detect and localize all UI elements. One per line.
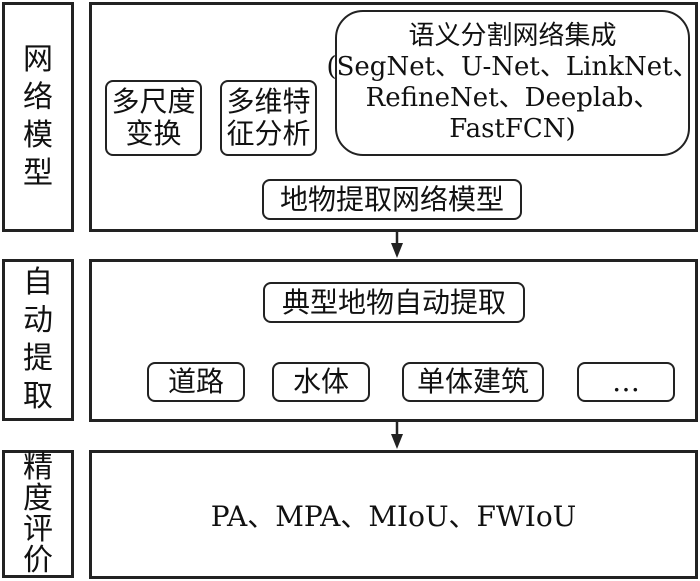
- box-feature-extraction-model: 地物提取网络模型: [262, 179, 522, 220]
- stage-label-network-model: 网 络 模 型: [2, 2, 74, 232]
- stage-label-accuracy-eval: 精 度 评 价: [2, 450, 74, 578]
- box-item-road: 道路: [147, 362, 245, 402]
- arrow-2-head: [391, 434, 403, 449]
- box-label: 水体: [292, 365, 349, 398]
- box-line: 多维特: [226, 85, 311, 118]
- box-semantic-seg-ensemble: 语义分割网络集成 (SegNet、U-Net、LinkNet、 RefineNe…: [326, 10, 699, 156]
- stage-label-char: 动: [23, 303, 53, 338]
- stage-label-char: 评: [23, 512, 53, 547]
- stage-label-char: 络: [23, 80, 53, 115]
- stage-label-char: 提: [23, 341, 53, 376]
- stage-label-char: 模: [23, 118, 53, 153]
- box-line: 多尺度: [111, 85, 196, 118]
- stage-label-auto-extraction: 自 动 提 取: [2, 259, 74, 421]
- box-label: 地物提取网络模型: [279, 182, 504, 216]
- box-line: 语义分割网络集成: [408, 21, 617, 51]
- stage-label-char: 度: [23, 481, 53, 516]
- box-item-more: …: [577, 362, 675, 402]
- box-line: (SegNet、U-Net、LinkNet、: [326, 52, 699, 82]
- box-label: 道路: [167, 365, 224, 398]
- box-line: 征分析: [226, 117, 311, 150]
- stage-label-char: 自: [23, 265, 53, 300]
- box-line: RefineNet、Deeplab、: [365, 83, 660, 113]
- stage-label-char: 精: [23, 450, 53, 485]
- stage-label-char: 网: [23, 42, 53, 77]
- box-item-building: 单体建筑: [402, 362, 544, 402]
- box-label: 单体建筑: [416, 365, 529, 398]
- stage-label-char: 取: [23, 379, 53, 414]
- box-label: …: [612, 365, 640, 398]
- box-multiscale-transform: 多尺度 变换: [105, 80, 202, 156]
- box-line: FastFCN): [449, 114, 576, 144]
- box-multidim-feature: 多维特 征分析: [220, 80, 317, 156]
- box-line: 变换: [125, 117, 182, 150]
- arrow-1-head: [391, 243, 403, 258]
- stage-label-char: 价: [23, 543, 53, 578]
- box-item-water: 水体: [272, 362, 370, 402]
- box-typical-feature-extraction: 典型地物自动提取: [263, 282, 525, 323]
- accuracy-metrics: PA、MPA、MIoU、FWIoU: [210, 499, 577, 533]
- box-label: 典型地物自动提取: [281, 285, 506, 319]
- stage-label-char: 型: [23, 156, 53, 191]
- panel-accuracy-eval: PA、MPA、MIoU、FWIoU: [89, 450, 698, 579]
